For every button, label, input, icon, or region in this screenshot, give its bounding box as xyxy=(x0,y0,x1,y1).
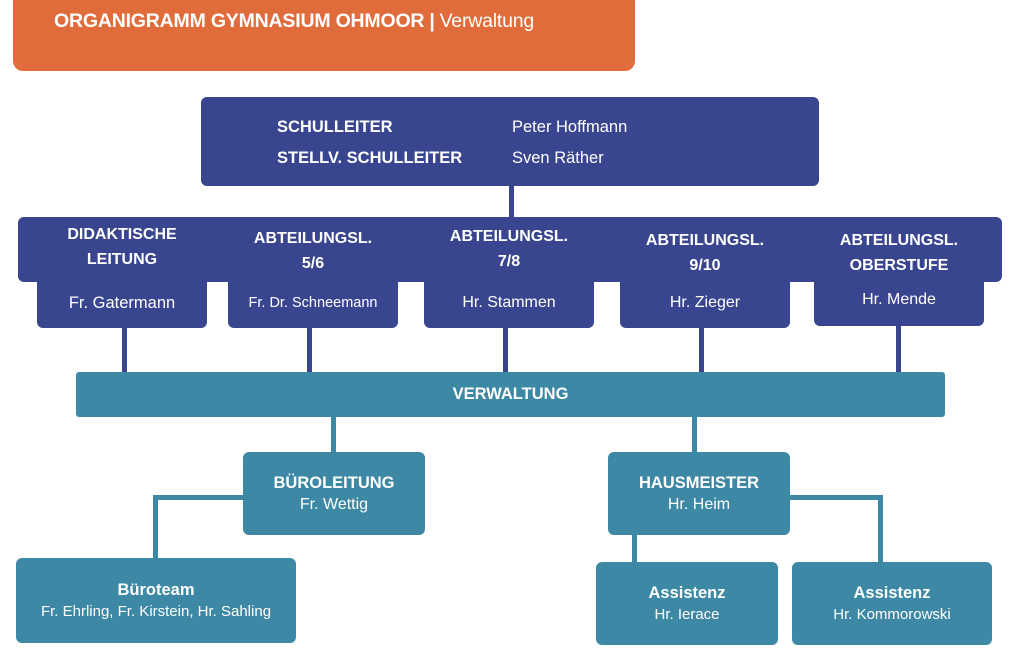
dept-name-stammen: Hr. Stammen xyxy=(462,294,556,311)
leadership-box: SCHULLEITER Peter Hoffmann STELLV. SCHUL… xyxy=(201,97,819,186)
dept-title-line2: LEITUNG xyxy=(86,251,158,268)
assistenz-1-name: Hr. Ierace xyxy=(654,606,720,623)
bueroteam-names: Fr. Ehrling, Fr. Kirstein, Hr. Sahling xyxy=(40,603,272,620)
dept-tab-didaktische-leitung xyxy=(37,270,207,328)
bueroleitung-title: BÜROLEITUNG xyxy=(273,473,395,492)
bueroleitung-box: BÜROLEITUNG Fr. Wettig xyxy=(243,452,425,535)
connector-dept-4 xyxy=(699,325,704,373)
dept-title-line1: ABTEILUNGSL. xyxy=(645,232,765,249)
verwaltung-bar: VERWALTUNG xyxy=(76,372,945,417)
bueroteam-title: Büroteam xyxy=(117,581,195,599)
dept-title-abteilungsl-7-8: ABTEILUNGSL. 7/8 xyxy=(424,224,594,274)
dept-title-line2: 5/6 xyxy=(301,255,325,272)
connector-dept-5 xyxy=(896,325,901,373)
connector-hausmeister-to-assistenz-2-h xyxy=(786,495,883,500)
assistenz-kommorowski-box: Assistenz Hr. Kommorowski xyxy=(792,562,992,645)
role-schulleiter: SCHULLEITER xyxy=(277,118,393,136)
dept-title-line2: OBERSTUFE xyxy=(849,257,949,274)
dept-name-gatermann: Fr. Gatermann xyxy=(68,294,176,312)
assistenz-2-name: Hr. Kommorowski xyxy=(833,606,951,623)
connector-leadership-to-departments xyxy=(509,183,514,219)
connector-dept-1 xyxy=(122,325,127,373)
dept-name-schneemann: Fr. Dr. Schneemann xyxy=(248,295,378,311)
assistenz-1-title: Assistenz xyxy=(648,584,726,602)
dept-title-line1: ABTEILUNGSL. xyxy=(253,230,373,247)
connector-dept-3 xyxy=(503,325,508,373)
connector-verwaltung-to-hausmeister xyxy=(692,415,697,455)
connector-dept-2 xyxy=(307,325,312,373)
dept-title-abteilungsl-oberstufe: ABTEILUNGSL. OBERSTUFE xyxy=(814,228,984,278)
dept-tab-abteilungsl-5-6 xyxy=(228,270,398,328)
title-separator: | xyxy=(429,10,435,32)
assistenz-2-title: Assistenz xyxy=(853,584,931,602)
bueroteam-box: Büroteam Fr. Ehrling, Fr. Kirstein, Hr. … xyxy=(16,558,296,643)
dept-title-didaktische-leitung: DIDAKTISCHE LEITUNG xyxy=(37,222,207,272)
page-subtitle: Verwaltung xyxy=(439,10,535,32)
dept-tab-abteilungsl-7-8 xyxy=(424,270,594,328)
hausmeister-title: HAUSMEISTER xyxy=(638,473,760,492)
role-stellv-schulleiter: STELLV. SCHULLEITER xyxy=(277,149,463,167)
dept-name-zieger: Hr. Zieger xyxy=(669,294,741,311)
connector-hausmeister-to-assistenz-2-v xyxy=(878,495,883,565)
connector-hausmeister-to-assistenz-1 xyxy=(632,530,637,565)
connector-verwaltung-to-bueroleitung xyxy=(331,415,336,455)
header-banner xyxy=(13,0,635,71)
dept-title-line1: DIDAKTISCHE xyxy=(67,226,177,243)
verwaltung-label: VERWALTUNG xyxy=(452,385,569,403)
dept-tab-abteilungsl-9-10 xyxy=(620,270,790,328)
connector-bueroleitung-to-bueroteam-h xyxy=(153,495,245,500)
hausmeister-name: Hr. Heim xyxy=(667,495,731,513)
dept-name-mende: Hr. Mende xyxy=(862,291,936,308)
connector-bueroleitung-to-bueroteam-v xyxy=(153,495,158,561)
bueroleitung-name: Fr. Wettig xyxy=(299,495,369,513)
dept-title-abteilungsl-9-10: ABTEILUNGSL. 9/10 xyxy=(620,228,790,278)
page-title-main: ORGANIGRAMM GYMNASIUM OHMOOR xyxy=(54,10,425,32)
dept-tab-abteilungsl-oberstufe xyxy=(814,270,984,326)
dept-title-line2: 7/8 xyxy=(497,253,521,270)
name-schulleiter: Peter Hoffmann xyxy=(512,118,628,136)
dept-title-line1: ABTEILUNGSL. xyxy=(839,232,959,249)
page-title: ORGANIGRAMM GYMNASIUM OHMOOR|Verwaltung xyxy=(54,10,534,33)
dept-title-line1: ABTEILUNGSL. xyxy=(449,228,569,245)
hausmeister-box: HAUSMEISTER Hr. Heim xyxy=(608,452,790,535)
dept-title-line2: 9/10 xyxy=(689,257,721,274)
name-stellv-schulleiter: Sven Räther xyxy=(512,149,604,167)
dept-title-abteilungsl-5-6: ABTEILUNGSL. 5/6 xyxy=(228,226,398,276)
assistenz-ierace-box: Assistenz Hr. Ierace xyxy=(596,562,778,645)
